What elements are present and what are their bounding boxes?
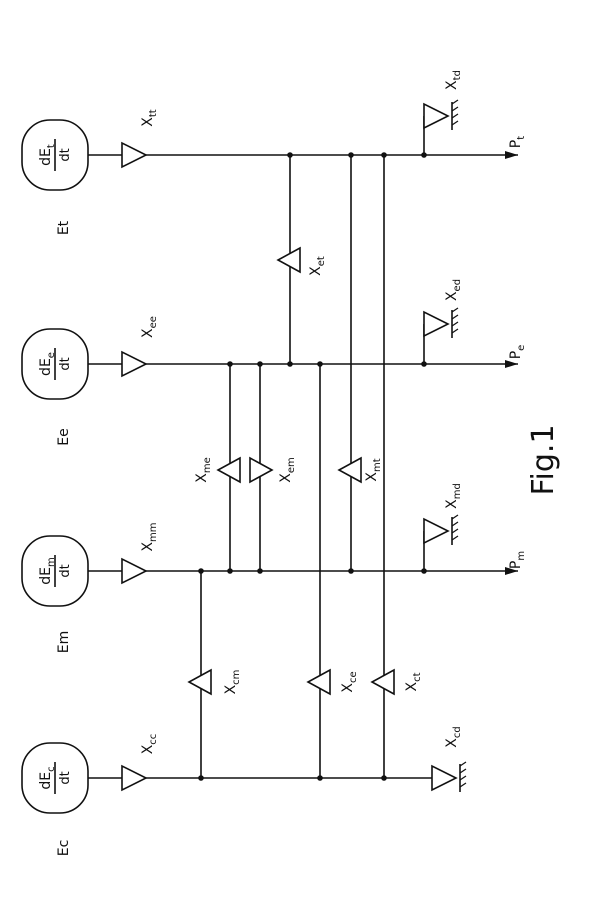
store-m: dEm dt <box>21 535 89 607</box>
store-e-rate-num: dE <box>38 358 54 376</box>
figure-label: Fig.1 <box>526 424 561 495</box>
xtt-label: Xtt <box>140 109 159 127</box>
svg-text:dEc: dEc <box>38 766 57 789</box>
xem-label: Xem <box>278 457 297 483</box>
xmd-damper <box>423 514 459 545</box>
xcm-amplifier <box>187 668 212 696</box>
pt-arrowhead <box>505 151 518 159</box>
xtd-damper <box>423 99 459 130</box>
pm-arrowhead <box>505 567 518 575</box>
xcc-amplifier <box>121 764 148 792</box>
store-c-label: Ec <box>56 840 72 857</box>
xem-amplifier <box>249 456 274 484</box>
xme-amplifier <box>216 456 241 484</box>
store-t-rate-den: dt <box>58 148 73 161</box>
pt-label: Pt <box>508 136 527 148</box>
pe-arrowhead <box>505 360 518 368</box>
xed-label: Xed <box>444 279 463 301</box>
xmd-label: Xmd <box>444 483 463 509</box>
xcd-damper <box>431 761 467 792</box>
xce-label: Xce <box>340 671 359 692</box>
xme-label: Xme <box>194 457 213 483</box>
xtt-amplifier <box>121 141 148 169</box>
xee-amplifier <box>121 350 148 378</box>
xmt-label: Xmt <box>364 458 383 481</box>
store-m-rate-num: dE <box>38 567 54 585</box>
junction-dots <box>198 152 427 781</box>
store-m-label: Em <box>56 631 72 653</box>
svg-text:dEe: dEe <box>38 352 57 376</box>
store-e-rate-den: dt <box>58 357 73 370</box>
xct-label: Xct <box>404 672 423 691</box>
xcm-label: Xcm <box>223 670 242 695</box>
xct-amplifier <box>370 668 395 696</box>
xce-amplifier <box>306 668 331 696</box>
xtd-label: Xtd <box>444 70 463 90</box>
xed-damper <box>423 307 459 338</box>
xet-amplifier <box>276 246 301 274</box>
xet-label: Xet <box>308 256 327 276</box>
store-e: dEe dt <box>21 328 89 400</box>
store-t-rate-num: dE <box>38 148 54 166</box>
store-t: dEt dt <box>21 119 89 191</box>
xcc-label: Xcc <box>140 734 159 755</box>
store-e-label: Ee <box>56 428 72 445</box>
xmm-amplifier <box>121 557 148 585</box>
store-c-rate-num: dE <box>38 772 54 790</box>
pm-label: Pm <box>508 551 527 569</box>
xmm-label: Xmm <box>140 522 159 551</box>
svg-text:dEm: dEm <box>38 557 57 584</box>
xmt-amplifier <box>337 456 362 484</box>
svg-text:dEt: dEt <box>38 144 57 166</box>
xcd-label: Xcd <box>444 726 463 747</box>
xee-label: Xee <box>140 316 159 338</box>
store-c: dEc dt <box>21 742 89 814</box>
store-m-rate-den: dt <box>58 564 73 577</box>
store-t-label: Et <box>56 220 72 235</box>
pe-label: Pe <box>508 345 527 360</box>
store-c-rate-den: dt <box>58 771 73 784</box>
